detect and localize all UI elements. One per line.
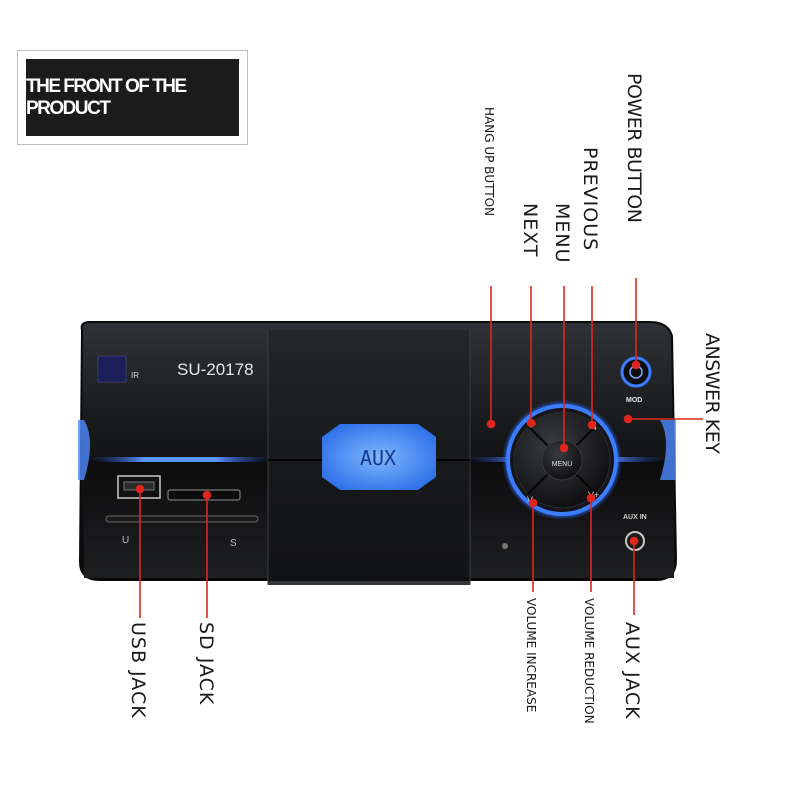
lcd-text: AUX [360,446,396,470]
microphone-hole [502,543,508,549]
callout-usb-jack: USB JACK [127,622,149,719]
ir-label: IR [131,371,139,380]
lcd-display: AUX [322,424,436,490]
menu-button-label: MENU [552,461,573,468]
menu-button[interactable]: MENU [541,439,583,481]
callout-hang-up-button: HANG UP BUTTON [482,107,496,217]
callout-next: NEXT [519,203,541,258]
faceplate-groove [105,515,259,523]
callout-volume-increase: VOLUME INCREASE [524,598,538,713]
sd-slot-label: S [230,538,237,549]
callout-previous: PREVIOUS [579,147,601,252]
callout-aux-jack: AUX JACK [621,622,643,720]
usb-port-label: U [122,535,129,546]
title-frame: THE FRONT OF THE PRODUCT [17,50,248,145]
aux-in-label: AUX IN [623,514,647,521]
model-number: SU-20178 [177,360,254,379]
callout-answer-key: ANSWER KEY [701,333,723,454]
control-ring [502,400,622,520]
ir-sensor-window [97,355,127,383]
callout-sd-jack: SD JACK [195,622,217,706]
callout-volume-reduction: VOLUME REDUCTION [582,598,596,724]
accent-light-strip-left [90,457,270,462]
callout-lines [135,278,703,618]
callout-power-button: POWER BUTTON [623,73,645,223]
mod-label: MOD [626,397,642,404]
callout-menu: MENU [551,203,573,264]
page-title: THE FRONT OF THE PRODUCT [26,59,239,136]
